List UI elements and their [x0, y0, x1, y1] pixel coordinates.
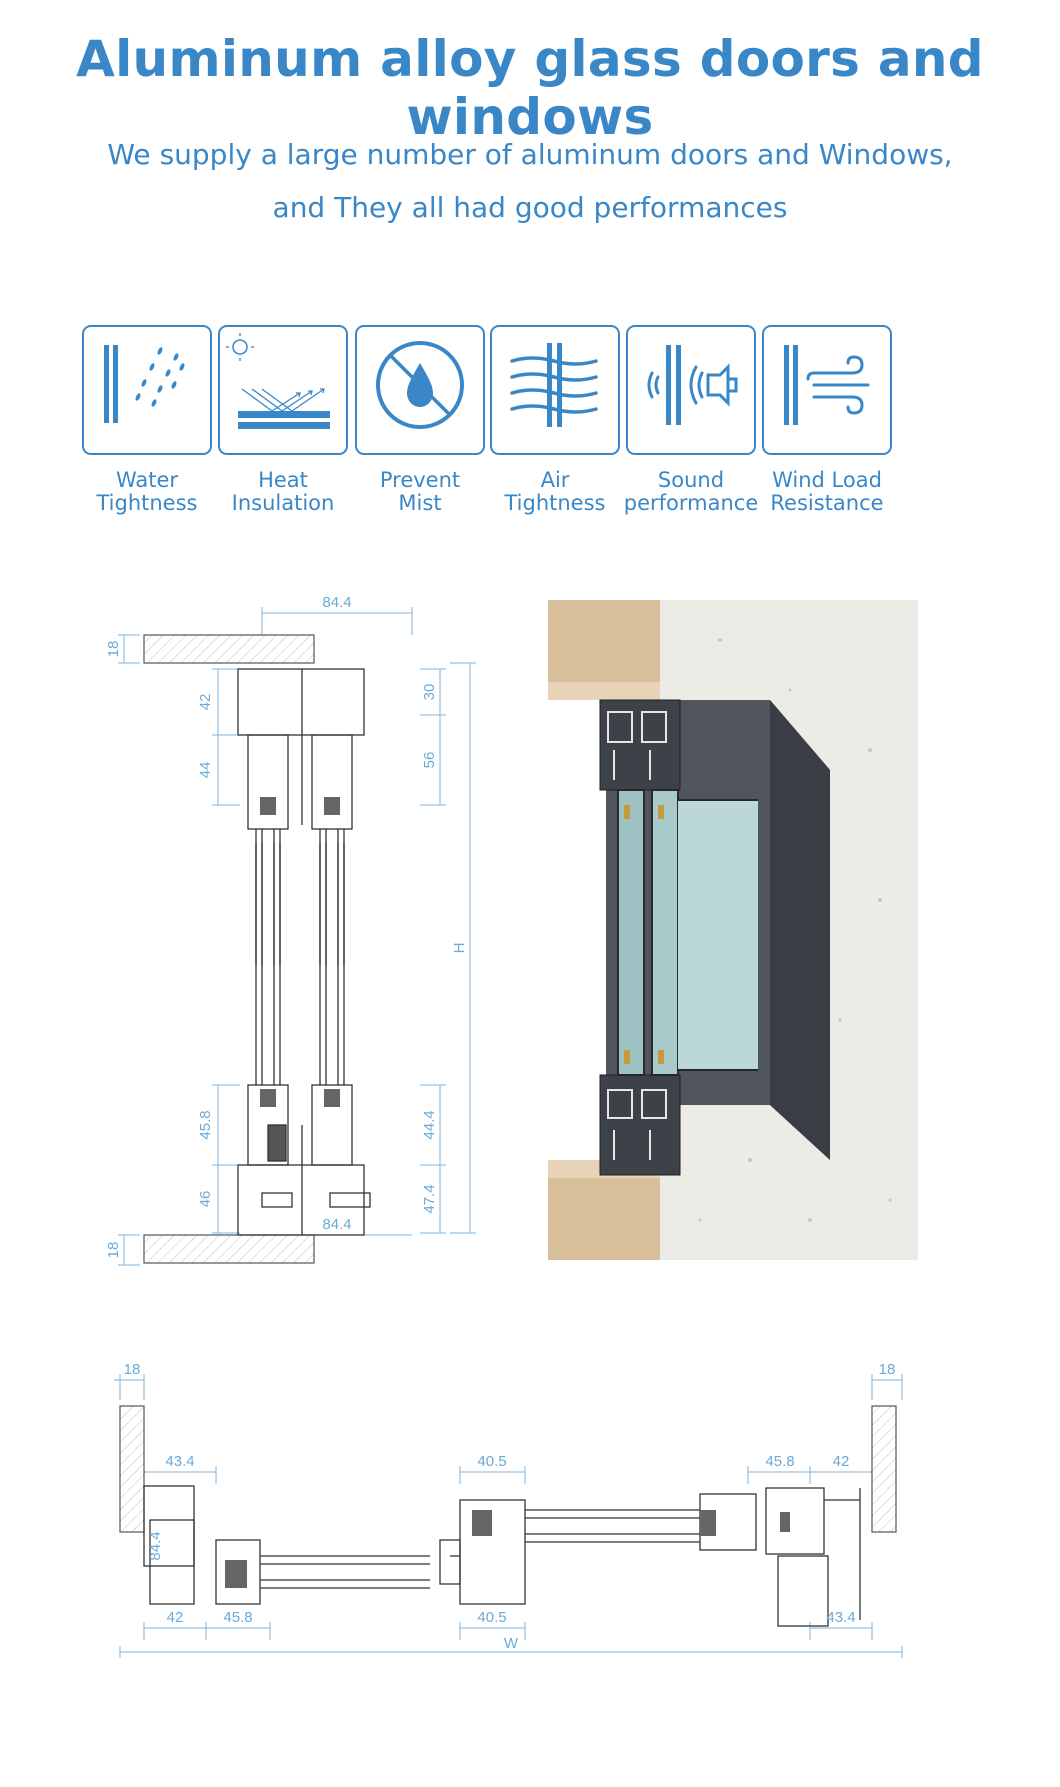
dim-top-width: 84.4 [322, 594, 351, 611]
subtitle-line-2: and They all had good performances [272, 191, 788, 224]
dim-center-bottom: 40.5 [477, 1609, 506, 1626]
dim-wall-left: 18 [124, 1361, 141, 1378]
sound-performance-icon [626, 325, 756, 455]
dim-wall-top: 18 [105, 641, 122, 658]
dim-overall-width: W [504, 1635, 519, 1652]
dim-right-top-b: 42 [833, 1453, 850, 1470]
dim-wall-bottom: 18 [105, 1242, 122, 1259]
dim-bottom-width: 84.4 [322, 1216, 351, 1233]
vertical-section-drawing: 84.4 18 42 44 30 56 H 45.8 44.4 46 47.4 … [105, 594, 476, 1266]
horizontal-section-drawing: 18 18 43.4 40.5 45.8 42 84.4 42 45.8 40.… [114, 1361, 903, 1658]
dim-left-vertical: 84.4 [147, 1531, 164, 1560]
water-tightness-icon [82, 325, 212, 455]
dim-42: 42 [197, 694, 214, 711]
air-tightness-icon [490, 325, 620, 455]
dim-height: H [451, 943, 468, 954]
dim-46: 46 [197, 1191, 214, 1208]
subtitle-line-1: We supply a large number of aluminum doo… [107, 138, 953, 171]
subtitle: We supply a large number of aluminum doo… [0, 128, 1060, 234]
dim-left-bottom-a: 42 [167, 1609, 184, 1626]
dim-47-4: 47.4 [421, 1184, 438, 1213]
dim-wall-right: 18 [879, 1361, 896, 1378]
dim-left-top: 43.4 [165, 1453, 194, 1470]
page-title: Aluminum alloy glass doors and windows [76, 30, 984, 146]
dim-56: 56 [421, 752, 438, 769]
wind-load-icon [762, 325, 892, 455]
prevent-mist-icon [355, 325, 485, 455]
dim-44: 44 [197, 762, 214, 779]
dim-right-bottom: 43.4 [826, 1609, 855, 1626]
dim-45-8: 45.8 [197, 1110, 214, 1139]
heat-insulation-icon [218, 325, 348, 455]
dim-30: 30 [421, 684, 438, 701]
dim-right-top-a: 45.8 [765, 1453, 794, 1470]
dim-left-bottom-b: 45.8 [223, 1609, 252, 1626]
window-section-rendering [540, 600, 918, 1260]
dim-44-4: 44.4 [421, 1110, 438, 1139]
dim-center-top: 40.5 [477, 1453, 506, 1470]
